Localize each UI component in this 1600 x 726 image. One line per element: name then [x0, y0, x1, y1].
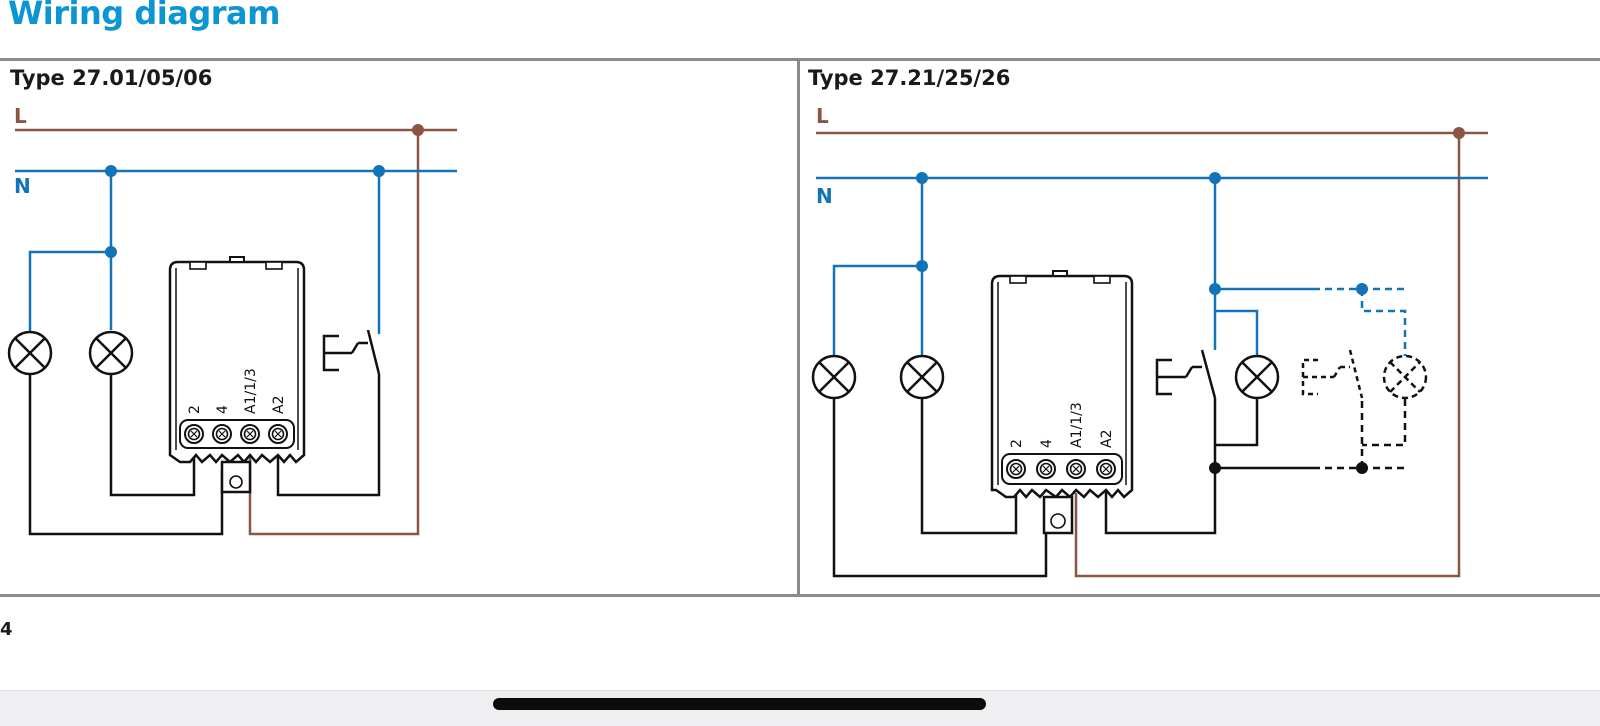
neutral-junction: [105, 165, 117, 177]
top-divider: [0, 58, 1600, 61]
terminal-screw-icon: [1006, 459, 1026, 479]
lamp-icon: [88, 330, 134, 376]
diagram-right: L N: [811, 104, 1488, 578]
live-wire: [15, 128, 457, 536]
neutral-junction: [916, 172, 928, 184]
terminal-screw-icon: [268, 424, 288, 444]
terminal-screw-icon: [1066, 459, 1086, 479]
terminal-screw-icon: [1096, 459, 1116, 479]
optional-lamp-icon: [1382, 354, 1428, 400]
push-button-icon: [322, 329, 381, 375]
panel-title-right: Type 27.21/25/26: [808, 66, 1011, 90]
lamp-icon: [899, 354, 945, 400]
page-number: 4: [0, 619, 13, 640]
optional-push-button-icon: [1301, 349, 1364, 399]
page-title: Wiring diagram: [8, 0, 280, 32]
terminal-label: A2: [271, 396, 287, 414]
terminal-screw-icon: [240, 424, 260, 444]
neutral-label: N: [14, 174, 31, 198]
neutral-junction: [1209, 172, 1221, 184]
junction: [1209, 462, 1221, 474]
terminal-screw-icon: [212, 424, 232, 444]
push-button-icon: [1155, 349, 1217, 399]
terminal-label: 4: [1039, 439, 1055, 448]
live-label: L: [14, 104, 27, 128]
terminal-label: A2: [1099, 430, 1115, 448]
lamp-icon: [1234, 354, 1280, 400]
neutral-junction: [1356, 283, 1368, 295]
lamp-icon: [811, 354, 857, 400]
junction: [1356, 462, 1368, 474]
terminal-screw-icon: [184, 424, 204, 444]
lamp-icon: [7, 330, 53, 376]
terminal-label: 2: [1009, 439, 1025, 448]
terminal-label: 4: [215, 405, 231, 414]
neutral-junction: [373, 165, 385, 177]
neutral-junction: [916, 260, 928, 272]
live-wire: [816, 131, 1488, 578]
terminal-label: A1/1/3: [243, 368, 259, 414]
terminal-label: A1/1/3: [1069, 402, 1085, 448]
terminal-screw-icon: [1036, 459, 1056, 479]
home-indicator[interactable]: [493, 698, 986, 710]
neutral-label: N: [816, 184, 833, 208]
terminal-label: 2: [187, 405, 203, 414]
neutral-junction: [1209, 283, 1221, 295]
live-label: L: [816, 104, 829, 128]
neutral-wire-optional: [1313, 287, 1407, 356]
panel-title-left: Type 27.01/05/06: [10, 66, 213, 90]
diagram-left: L N: [7, 104, 457, 536]
live-junction: [412, 124, 424, 136]
relay-module: 2 4 A1/1/3 A2: [168, 256, 306, 494]
control-wires-optional: [1313, 398, 1407, 470]
live-junction: [1453, 127, 1465, 139]
control-wires: [28, 374, 381, 536]
bottom-divider: [0, 594, 1600, 597]
panel-divider: [797, 60, 800, 596]
neutral-junction: [105, 246, 117, 258]
relay-module: 2 4 A1/1/3 A2: [990, 270, 1134, 535]
